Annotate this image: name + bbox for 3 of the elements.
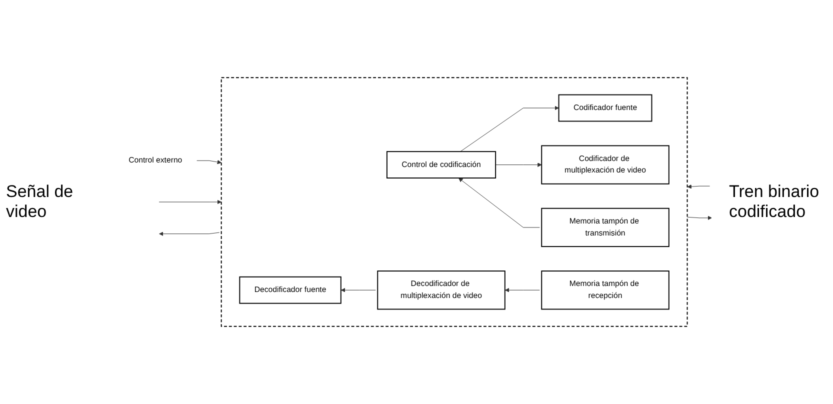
cluster — [220, 77, 688, 327]
side-label: Tren binario codificado — [729, 182, 820, 222]
side-label: Señal de video — [6, 182, 74, 222]
